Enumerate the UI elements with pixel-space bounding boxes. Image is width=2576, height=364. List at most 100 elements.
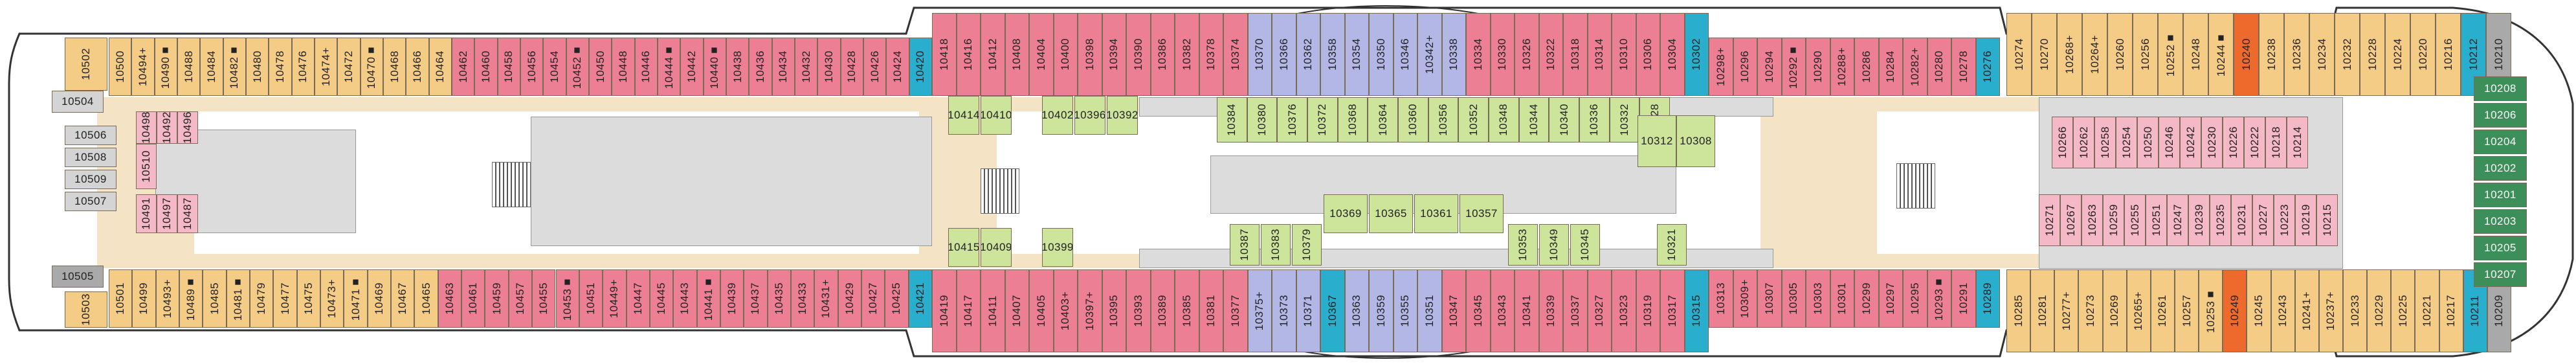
cabin-10463[interactable]: 10463 [438,269,462,328]
cabin-10227[interactable]: 10227 [2252,194,2274,246]
cabin-10315[interactable]: 10315 [1684,269,1709,352]
cabin-10430[interactable]: 10430 [817,38,841,96]
cabin-10382[interactable]: 10382 [1175,13,1199,96]
cabin-10249[interactable]: 10249 [2223,269,2247,352]
cabin-10408[interactable]: 10408 [1005,13,1029,96]
cabin-10468[interactable]: 10468 [383,38,406,96]
cabin-10442[interactable]: 10442 [680,38,704,96]
cabin-10479[interactable]: 10479 [250,269,274,328]
cabin-10366[interactable]: 10366 [1272,13,1296,96]
cabin-10363[interactable]: 10363 [1344,269,1369,352]
cabin-10282[interactable]: 10282+ [1903,38,1927,96]
cabin-10452[interactable]: 10452■ [566,38,589,96]
cabin-10349[interactable]: 10349 [1539,224,1569,266]
cabin-10427[interactable]: 10427 [861,269,885,328]
cabin-10447[interactable]: 10447 [626,269,650,328]
cabin-10420[interactable]: 10420 [909,38,932,96]
cabin-10306[interactable]: 10306 [1636,13,1660,96]
cabin-10232[interactable]: 10232 [2335,13,2360,96]
cabin-10481[interactable]: 10481■ [226,269,250,328]
cabin-10373[interactable]: 10373 [1272,269,1296,352]
cabin-10410[interactable]: 10410 [981,96,1012,135]
cabin-10357[interactable]: 10357 [1460,194,1504,233]
cabin-10239[interactable]: 10239 [2188,194,2210,246]
cabin-10307[interactable]: 10307 [1757,269,1782,328]
cabin-10485[interactable]: 10485 [203,269,227,328]
cabin-10250[interactable]: 10250 [2137,117,2159,168]
cabin-10403[interactable]: 10403+ [1053,269,1078,352]
cabin-10326[interactable]: 10326 [1515,13,1539,96]
cabin-10269[interactable]: 10269 [2102,269,2127,352]
cabin-10296[interactable]: 10296 [1733,38,1757,96]
cabin-10337[interactable]: 10337 [1563,269,1588,352]
cabin-10202[interactable]: 10202 [2474,156,2527,181]
cabin-10219[interactable]: 10219 [2295,194,2316,246]
cabin-10336[interactable]: 10336 [1579,97,1610,142]
cabin-10490[interactable]: 10490■ [154,38,177,96]
cabin-10321[interactable]: 10321 [1657,224,1687,266]
cabin-10203[interactable]: 10203 [2474,209,2527,234]
cabin-10454[interactable]: 10454 [543,38,566,96]
cabin-10474[interactable]: 10474+ [315,38,338,96]
cabin-10240[interactable]: 10240 [2234,13,2259,96]
cabin-10359[interactable]: 10359 [1369,269,1393,352]
cabin-10252[interactable]: 10252■ [2158,13,2183,96]
cabin-10304[interactable]: 10304 [1660,13,1685,96]
cabin-10293[interactable]: 10293■ [1927,269,1951,328]
cabin-10441[interactable]: 10441■ [696,269,720,328]
cabin-10375[interactable]: 10375+ [1247,269,1272,352]
cabin-10504[interactable]: 10504 [52,91,104,113]
cabin-10259[interactable]: 10259 [2103,194,2124,246]
cabin-10319[interactable]: 10319 [1636,269,1660,352]
cabin-10263[interactable]: 10263 [2082,194,2103,246]
cabin-10476[interactable]: 10476 [291,38,315,96]
cabin-10224[interactable]: 10224 [2385,13,2410,96]
cabin-10292[interactable]: 10292■ [1781,38,1806,96]
cabin-10464[interactable]: 10464 [428,38,452,96]
cabin-10317[interactable]: 10317 [1660,269,1685,352]
cabin-10362[interactable]: 10362 [1296,13,1320,96]
cabin-10286[interactable]: 10286 [1854,38,1879,96]
cabin-10505[interactable]: 10505 [52,266,104,288]
cabin-10482[interactable]: 10482■ [223,38,246,96]
cabin-10285[interactable]: 10285 [2006,269,2031,352]
cabin-10342[interactable]: 10342+ [1417,13,1442,96]
cabin-10477[interactable]: 10477 [273,269,297,328]
cabin-10273[interactable]: 10273 [2078,269,2103,352]
cabin-10449[interactable]: 10449+ [603,269,627,328]
cabin-10310[interactable]: 10310 [1612,13,1636,96]
cabin-10508[interactable]: 10508 [65,148,117,167]
cabin-10332[interactable]: 10332 [1609,97,1640,142]
cabin-10460[interactable]: 10460 [474,38,498,96]
cabin-10398[interactable]: 10398 [1078,13,1102,96]
cabin-10472[interactable]: 10472 [337,38,361,96]
cabin-10237[interactable]: 10237+ [2318,269,2343,352]
cabin-10345[interactable]: 10345 [1466,269,1491,352]
cabin-10351[interactable]: 10351 [1417,269,1442,352]
cabin-10480[interactable]: 10480 [246,38,269,96]
cabin-10381[interactable]: 10381 [1199,269,1223,352]
cabin-10461[interactable]: 10461 [461,269,485,328]
cabin-10396[interactable]: 10396 [1074,96,1105,135]
cabin-10498[interactable]: 10498 [136,111,157,144]
cabin-10445[interactable]: 10445 [649,269,674,328]
cabin-10372[interactable]: 10372 [1307,97,1338,142]
cabin-10216[interactable]: 10216 [2436,13,2461,96]
cabin-10439[interactable]: 10439 [720,269,744,328]
cabin-10459[interactable]: 10459 [485,269,509,328]
cabin-10424[interactable]: 10424 [886,38,909,96]
cabin-10429[interactable]: 10429 [838,269,861,328]
cabin-10380[interactable]: 10380 [1247,97,1278,142]
cabin-10455[interactable]: 10455 [532,269,556,328]
cabin-10462[interactable]: 10462 [452,38,475,96]
cabin-10201[interactable]: 10201 [2474,183,2527,207]
cabin-10231[interactable]: 10231 [2231,194,2252,246]
cabin-10281[interactable]: 10281 [2030,269,2055,352]
cabin-10371[interactable]: 10371 [1296,269,1320,352]
cabin-10484[interactable]: 10484 [200,38,223,96]
cabin-10467[interactable]: 10467 [391,269,415,328]
cabin-10390[interactable]: 10390 [1126,13,1151,96]
cabin-10417[interactable]: 10417 [956,269,981,352]
cabin-10253[interactable]: 10253■ [2199,269,2223,352]
cabin-10493[interactable]: 10493+ [155,269,179,328]
